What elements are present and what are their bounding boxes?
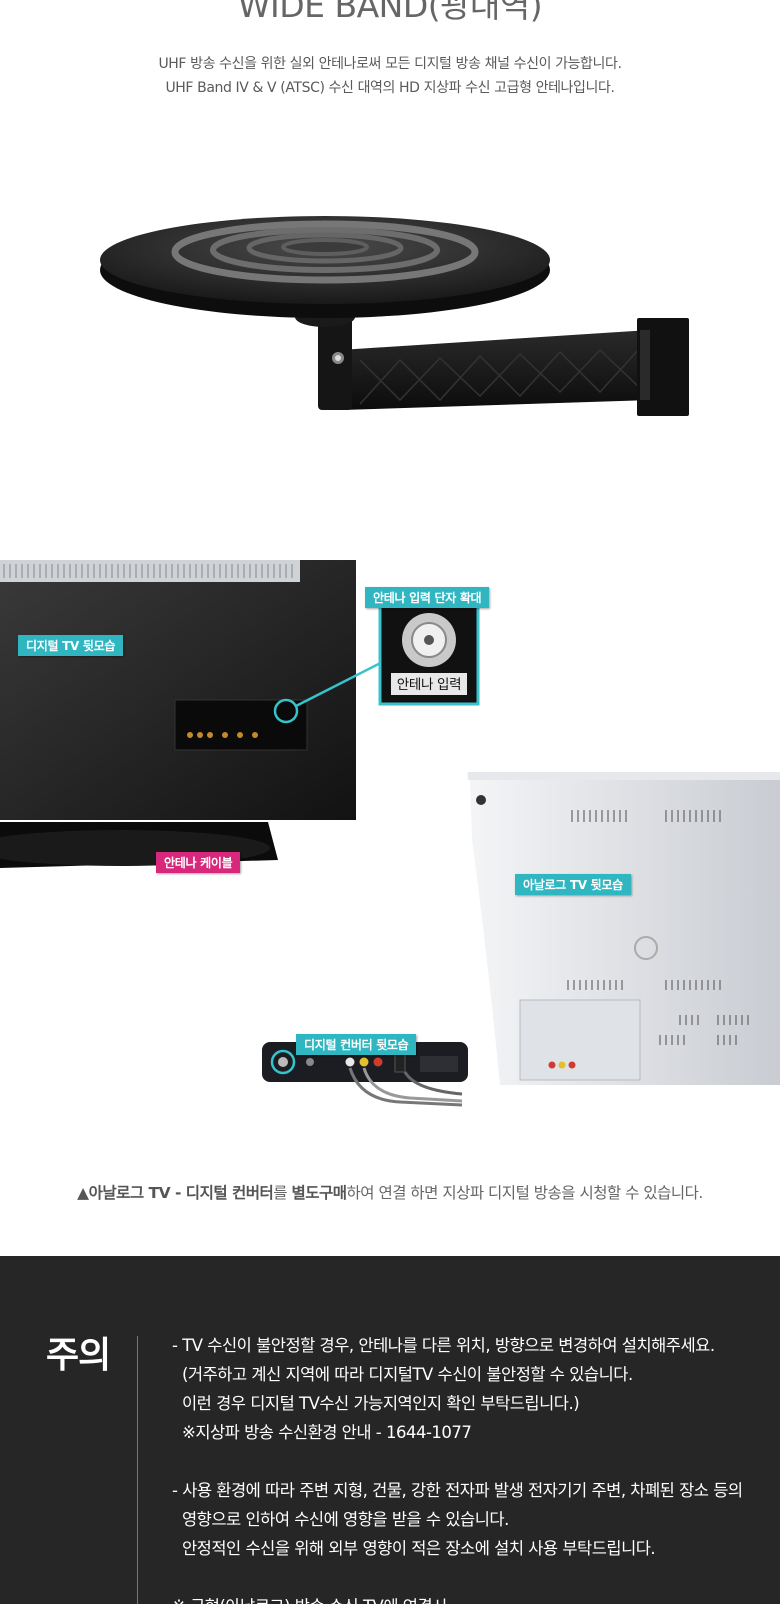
notice-line: 영향으로 인하여 수신에 영향을 받을 수 있습니다. [182,1510,509,1529]
notice-body: - TV 수신이 불안정할 경우, 안테나를 다른 위치, 방향으로 변경하여 … [172,1331,762,1621]
digital-tv-back-label: 디지털 TV 뒷모습 [18,635,124,656]
notice-line: ※지상파 방송 수신환경 안내 - 1644-1077 [182,1423,472,1442]
notice-title: 주의 [46,1335,111,1376]
notice-line: - 사용 환경에 따라 주변 지형, 건물, 강한 전자파 발생 전자기기 주변… [172,1481,743,1500]
digital-tv-back [0,560,411,868]
analog-tv-back-label: 아날로그 TV 뒷모습 [515,874,631,895]
digital-converter-label: 디지털 컨버터 뒷모습 [296,1034,417,1055]
analog-tv-back [467,772,780,1085]
connection-diagram [0,560,780,1107]
antenna-port-zoom [378,600,480,706]
notice-line: 안정적인 수신을 위해 외부 영향이 적은 장소에 설치 사용 부탁드립니다. [182,1539,656,1558]
notice-line: 이런 경우 디지털 TV수신 가능지역인지 확인 부탁드립니다.) [182,1394,580,1413]
antenna-input-label: 안테나 입력 [396,677,462,693]
notice-section [0,1256,780,1604]
connection-caption: ▲아날로그 TV - 디지털 컨버터를 별도구매하여 연결 하면 지상파 디지털… [77,1184,703,1202]
notice-line: ※ 구형(아날로그) 방송 수신 TV에 연결시 [172,1597,447,1616]
section-description: UHF 방송 수신을 위한 실외 안테나로써 모든 디지털 방송 채널 수신이 … [0,52,780,100]
description-line: UHF 방송 수신을 위한 실외 안테나로써 모든 디지털 방송 채널 수신이 … [158,56,622,72]
notice-line: - TV 수신이 불안정할 경우, 안테나를 다른 위치, 방향으로 변경하여 … [172,1336,715,1355]
section-title: WIDE BAND(광대역) [237,0,543,25]
antenna-product-image [100,216,689,416]
notice-divider [137,1336,138,1604]
description-line: UHF Band IV & V (ATSC) 수신 대역의 HD 지상파 수신 … [165,80,615,96]
antenna-port-zoom-label: 안테나 입력 단자 확대 [365,587,490,608]
notice-line: (거주하고 계신 지역에 따라 디지털TV 수신이 불안정할 수 있습니다. [182,1365,633,1384]
antenna-cable-label: 안테나 케이블 [156,852,241,873]
